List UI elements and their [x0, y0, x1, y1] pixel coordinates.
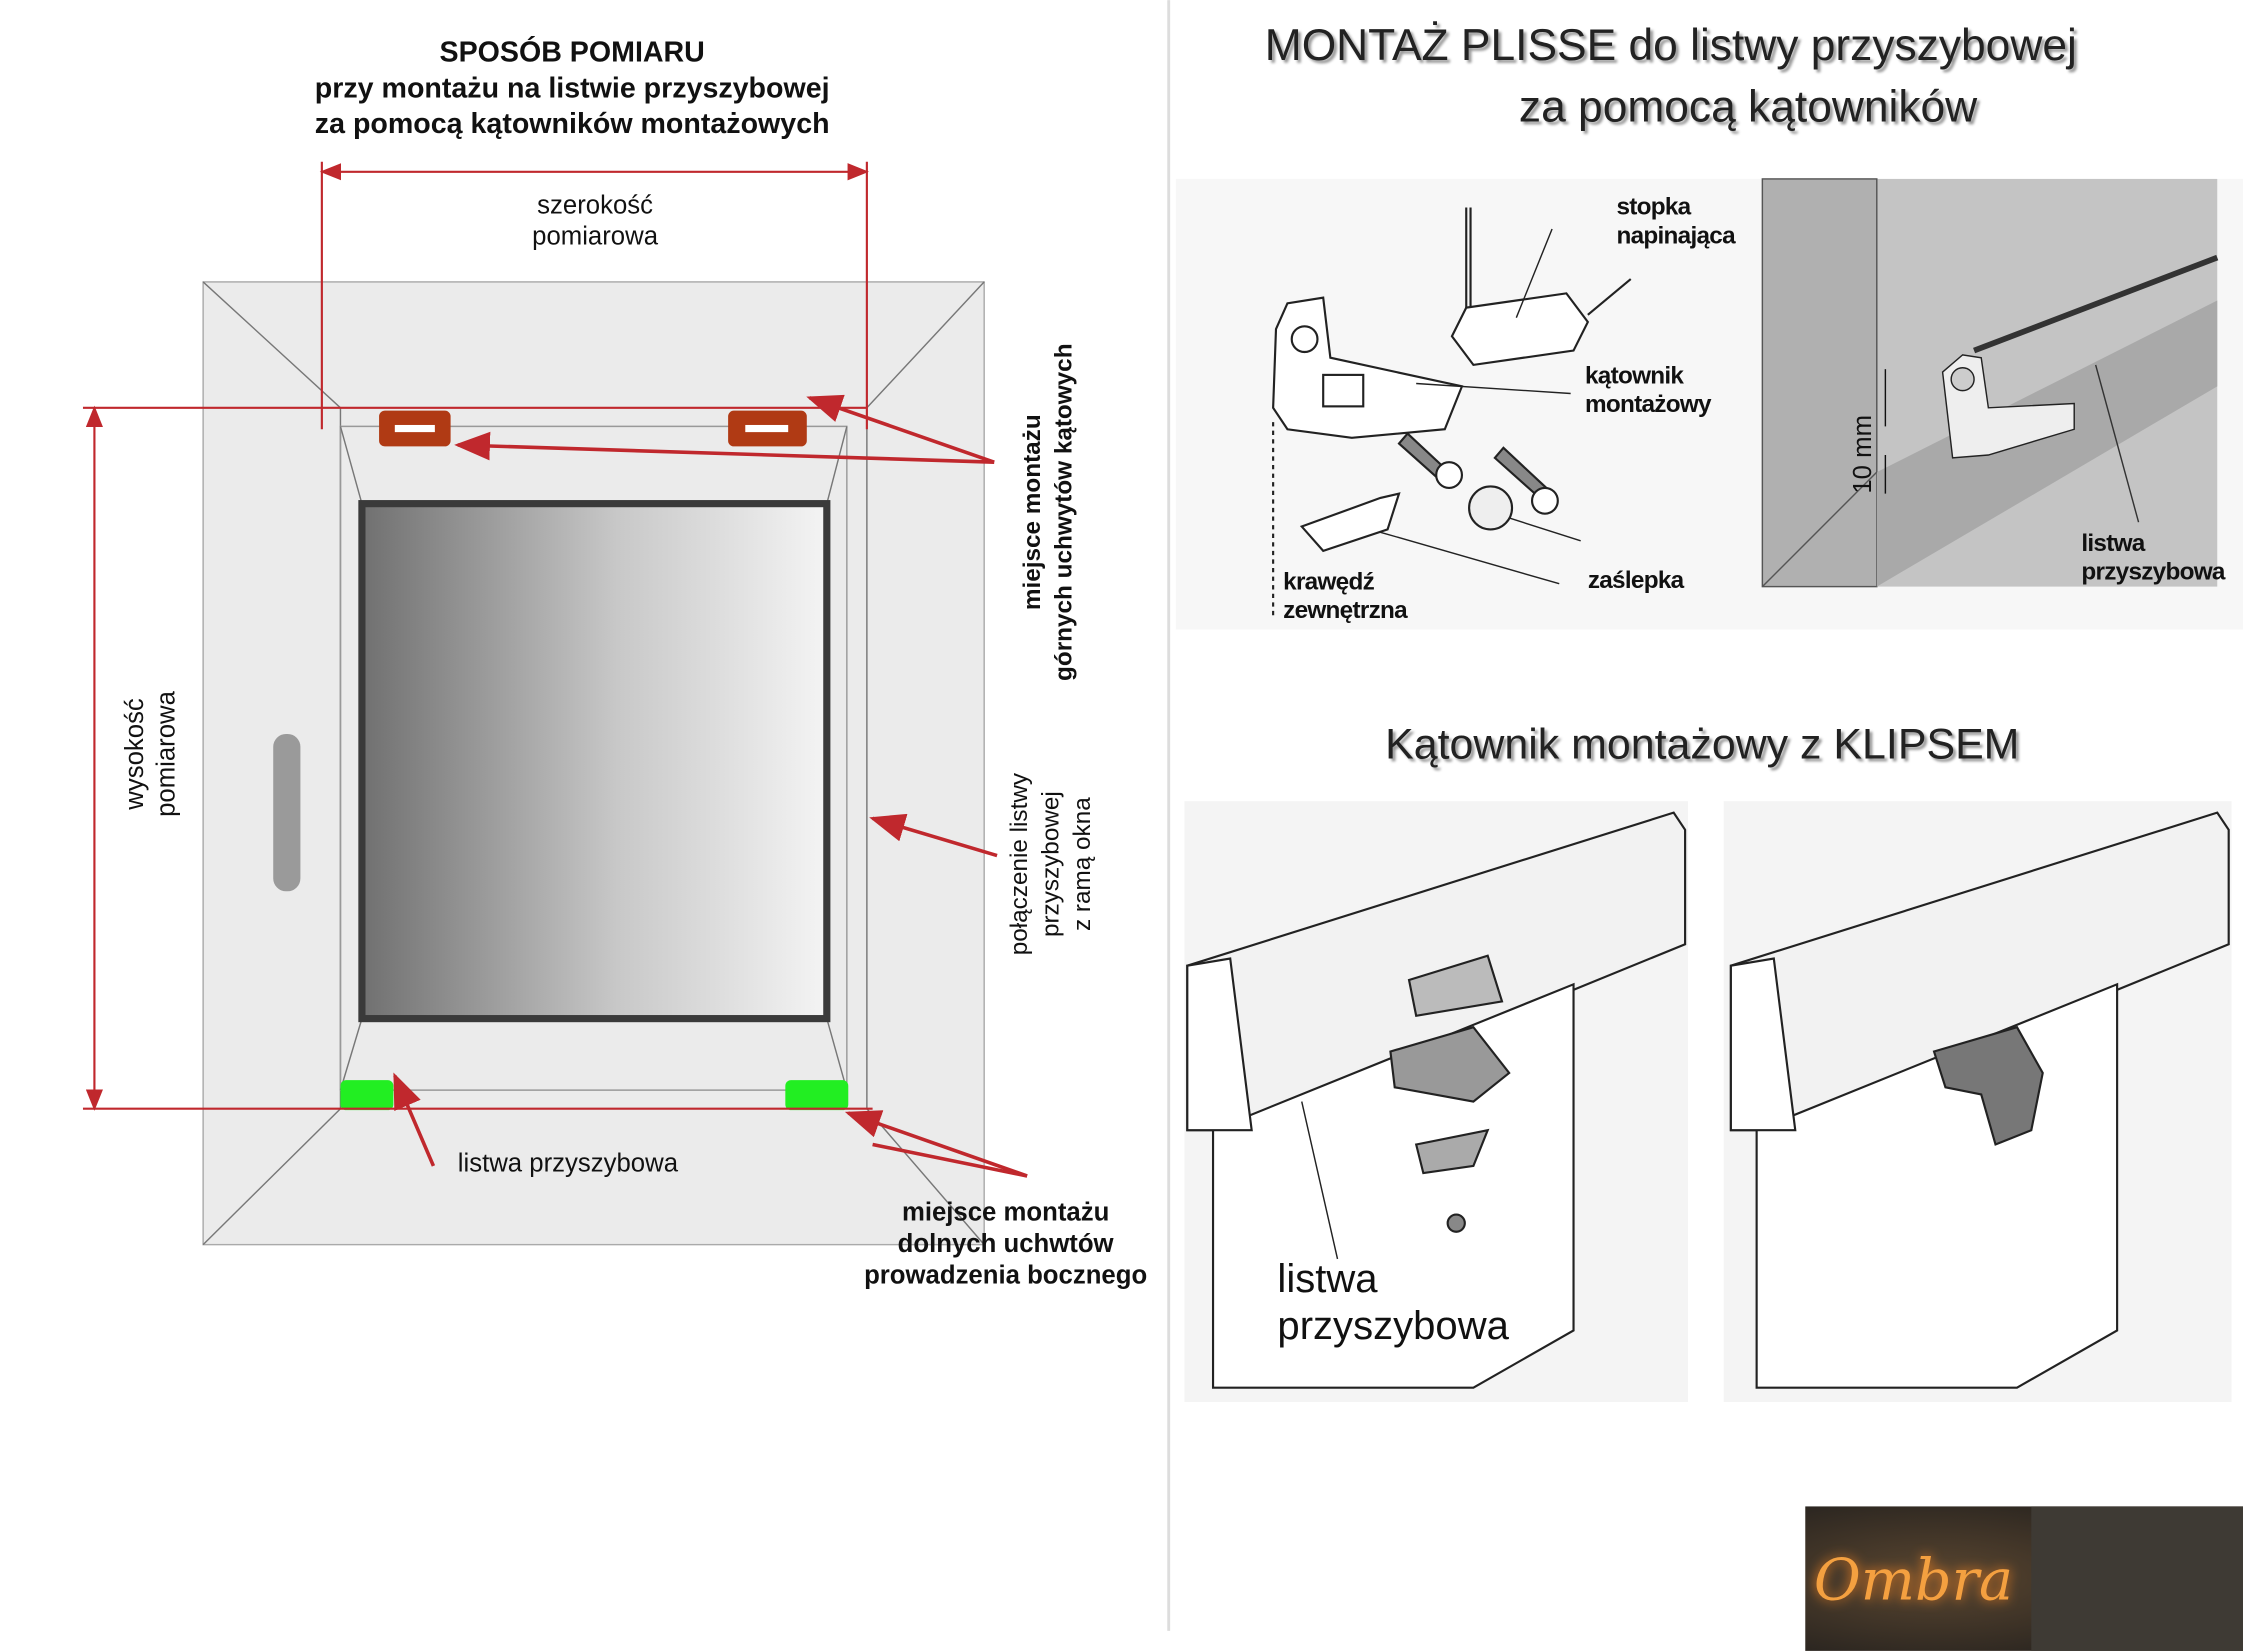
distance-label: 10 mm [1849, 415, 1877, 494]
bracket-label-1: kątownik [1585, 362, 1684, 389]
exploded-parts-drawing [1272, 207, 1632, 616]
tension-foot-label-2: napinająca [1616, 222, 1736, 249]
measurement-diagram: SPOSÓB POMIARU przy montażu na listwie p… [82, 35, 1147, 1289]
right-title-2: za pomocą kątowników [1519, 83, 1978, 132]
cap-label: zaślepka [1588, 567, 1685, 594]
dimension-lines [82, 161, 873, 1111]
joint-label-2: przyszybowej [1038, 791, 1065, 937]
outer-edge-label-2: zewnętrzna [1283, 597, 1408, 624]
logo-text: Ombra [1814, 1547, 2013, 1613]
joint-label-3: z ramą okna [1069, 797, 1096, 931]
window-handle [273, 733, 301, 892]
clip-title: Kątownik montażowy z KLIPSEM [1385, 720, 2019, 768]
outer-edge-label-1: krawędź [1283, 568, 1374, 595]
title-line-2: przy montażu na listwie przyszybowej [315, 72, 830, 104]
width-label-2: pomiarowa [532, 223, 659, 251]
bottom-mount-label-3: prowadzenia bocznego [864, 1261, 1147, 1289]
bead-label-2: przyszybowa [2081, 558, 2226, 585]
bead-label: listwa przyszybowa [458, 1150, 679, 1178]
tension-foot-label-1: stopka [1616, 194, 1691, 221]
bottom-bracket-right [785, 1080, 849, 1111]
width-label-1: szerokość [537, 191, 653, 219]
clip-bead-label-2: przyszybowa [1277, 1304, 1509, 1348]
height-label-1: wysokość [121, 698, 149, 811]
bracket-slot [394, 424, 435, 433]
title-line-1: SPOSÓB POMIARU [440, 35, 705, 69]
right-title-1: MONTAŻ PLISSE do listwy przyszybowej [1265, 21, 2077, 70]
clip-bead-label-1: listwa [1277, 1257, 1378, 1301]
bracket-slot [745, 424, 789, 433]
title-line-3: za pomocą kątowników montażowych [315, 108, 830, 140]
bead-label-1: listwa [2081, 530, 2145, 557]
clip-drawing-exploded [1184, 801, 1688, 1402]
top-mount-label-2: górnych uchwytów kątowych [1050, 343, 1077, 681]
clip-drawing-mounted [1723, 801, 2232, 1402]
bottom-mount-label-1: miejsce montażu [902, 1198, 1109, 1226]
ombra-logo: Ombra [1805, 1506, 2243, 1651]
mounted-bracket-photo [1761, 178, 2219, 588]
glass-pane [358, 500, 831, 1023]
bottom-bracket-left [340, 1080, 394, 1111]
mounting-instructions: MONTAŻ PLISSE do listwy przyszybowej za … [1175, 21, 2243, 1402]
bracket-label-2: montażowy [1585, 391, 1712, 418]
bottom-mount-label-2: dolnych uchwtów [898, 1230, 1115, 1258]
pointer-arrows [393, 394, 1028, 1178]
top-mount-label-1: miejsce montażu [1019, 414, 1046, 610]
height-label-2: pomiarowa [153, 690, 181, 817]
joint-label-1: połączenie listwy [1006, 772, 1033, 955]
